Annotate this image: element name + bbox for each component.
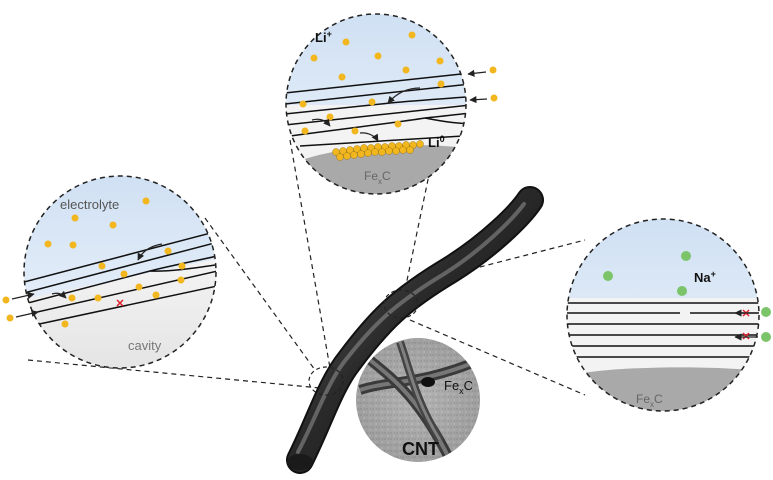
projection-lines (27, 139, 586, 396)
na-ions (603, 251, 691, 296)
electrolyte-label: electrolyte (60, 197, 119, 212)
fexc-particle (421, 377, 435, 387)
zoom-markers (308, 289, 419, 396)
tube-end (287, 454, 313, 470)
tem-image-inset: FexC CNT (356, 338, 480, 462)
fexc-right-label: FexC (636, 392, 663, 409)
na-storage-zoom: Na+ FexC (566, 218, 771, 412)
na-ion-label: Na+ (694, 269, 716, 285)
carbon-nanotube (286, 186, 544, 474)
fexc-top-label: FexC (364, 169, 391, 186)
li-metal-layer (332, 140, 424, 161)
cnt-label: CNT (402, 439, 439, 459)
fexc-tem-label: FexC (444, 378, 473, 396)
li-ions-left (44, 197, 186, 328)
cavity-label: cavity (128, 338, 162, 353)
blocked-mark-left (116, 299, 124, 307)
li-ion-label: Li+ (315, 29, 332, 45)
li-storage-zoom: Li+ Li0 FexC (285, 13, 498, 195)
li-metal-label: Li0 (428, 134, 445, 150)
cavity-zoom: electrolyte cavity (2, 175, 217, 369)
li-ions (299, 31, 445, 135)
